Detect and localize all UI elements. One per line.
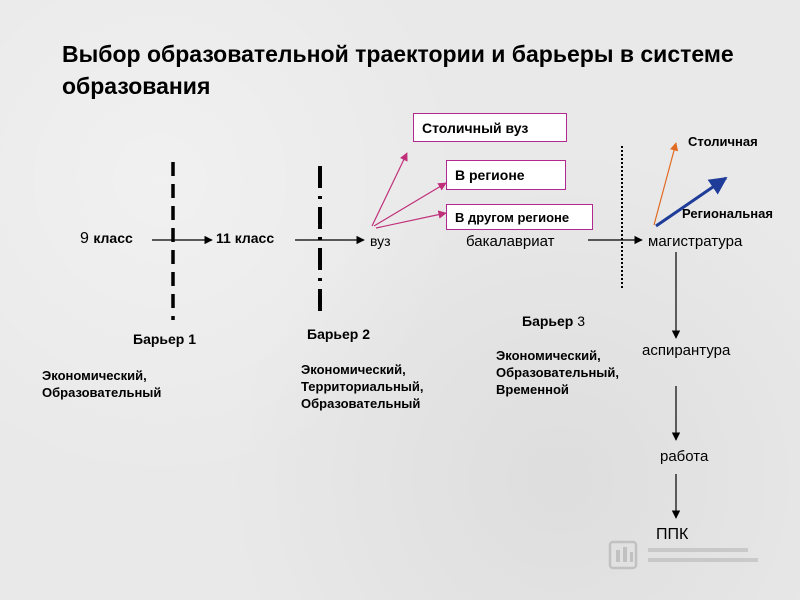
page-title: Выбор образовательной траектории и барье… (62, 41, 734, 99)
barrier-3-types: Экономический, Образовательный, Временно… (496, 347, 619, 398)
node-postgrad: аспирантура (642, 342, 731, 359)
grade-9-number: 9 (80, 230, 89, 247)
barrier-2-type-line: Экономический, (301, 362, 406, 377)
barrier-2-type-line: Территориальный, (301, 379, 424, 394)
node-vuz: вуз (370, 233, 391, 249)
node-grade-11: 11 класс (216, 230, 275, 246)
node-ppk: ППК (656, 526, 689, 543)
barrier-3-label: Барьер 3 (522, 313, 585, 329)
barrier-1-type-line: Образовательный (42, 385, 162, 400)
arrow-to-other-region (375, 210, 447, 229)
arrow-to-regional-master (655, 176, 728, 228)
watermark-logo-icon (608, 540, 758, 570)
barrier-1-type-line: Экономический, (42, 368, 147, 383)
barrier-3-number: 3 (577, 313, 586, 329)
barrier-3-type-line: Временной (496, 382, 569, 397)
barrier-2-type-line: Образовательный (301, 396, 421, 411)
node-grade-9: 9 класс (80, 230, 133, 248)
node-bachelor: бакалавриат (466, 233, 555, 250)
barrier-2-label: Барьер 2 (307, 326, 371, 342)
box-other-region: В другом регионе (446, 204, 593, 230)
master-option-capital: Столичная (688, 134, 758, 149)
node-master: магистратура (648, 233, 743, 250)
arrow-to-capital-vuz (371, 152, 408, 227)
arrow-to-in-region (373, 182, 447, 227)
barrier-3-word: Барьер (522, 313, 574, 329)
master-option-regional: Региональная (682, 206, 773, 221)
grade-9-word: класс (93, 230, 133, 246)
node-work: работа (660, 448, 709, 465)
box-capital-vuz: Столичный вуз (413, 113, 567, 142)
box-in-region-label: В регионе (455, 167, 525, 183)
box-in-region: В регионе (446, 160, 566, 190)
barrier-2-types: Экономический, Территориальный, Образова… (301, 361, 424, 412)
barrier-3-type-line: Экономический, (496, 348, 601, 363)
arrow-to-capital-master (653, 142, 679, 226)
barrier-3-type-line: Образовательный, (496, 365, 620, 380)
box-other-region-label: В другом регионе (455, 209, 570, 225)
box-capital-vuz-label: Столичный вуз (422, 119, 529, 136)
barrier-1-types: Экономический, Образовательный (42, 367, 161, 401)
barrier-1-label: Барьер 1 (133, 331, 197, 347)
